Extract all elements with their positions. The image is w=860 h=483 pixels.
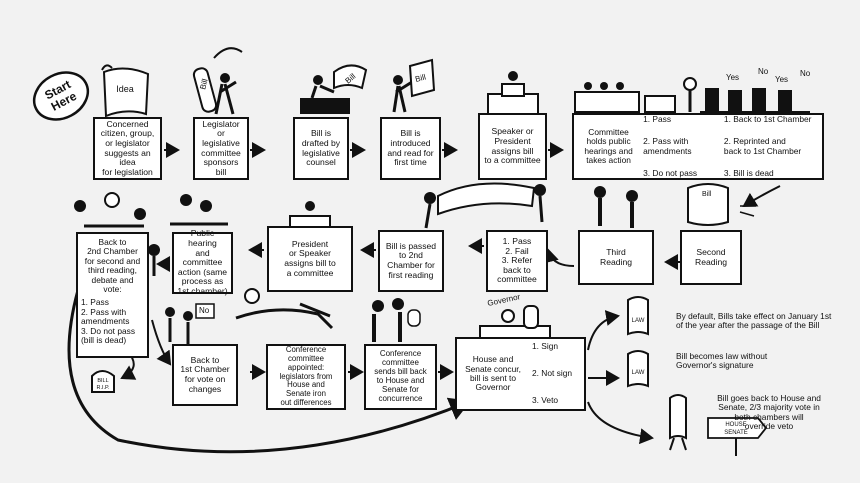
law-label-sign: LAW (632, 318, 645, 324)
committee-options-list: 1. Pass 2. Pass with amendments 3. Do no… (643, 105, 704, 187)
house-senate-label-line-1: HOUSE (725, 422, 746, 428)
step-second-reading: Second Reading (680, 230, 742, 285)
bill-label-sponsor: Bill (198, 78, 210, 91)
committee-result-2: 2. Reprinted and back to 1st Chamber (723, 136, 802, 156)
third-reading-figures-illustration (594, 186, 638, 228)
step-back-to-second-chamber-panel: Back to 2nd Chamber for second and third… (76, 232, 149, 358)
committee-result-1: 1. Back to 1st Chamber (723, 114, 812, 125)
vote-no-label-1: No (758, 67, 769, 76)
idea-label: Idea (116, 84, 134, 94)
law-scroll-sign-illustration (627, 296, 649, 336)
governor-label: Governor (487, 292, 522, 308)
bill-label-second-reading: Bill (702, 191, 712, 198)
step-legislator-sponsors: Legislator or legislative committee spon… (193, 117, 249, 180)
step-third-reading-options: 1. Pass 2. Fail 3. Refer back to committ… (486, 230, 548, 292)
second-chamber-vote-options: 1. Pass 2. Pass with amendments 3. Do no… (81, 297, 136, 346)
step-back-to-second-chamber: Back to 2nd Chamber for second and third… (84, 237, 141, 295)
bill-rip-line-1: BILL (97, 378, 108, 384)
arrow-pass-loop-to-concur (67, 289, 471, 454)
introducer-figure-illustration (392, 58, 436, 113)
step-president-assigns: President or Speaker assigns bill to a c… (267, 226, 353, 292)
step-conference-appointed: Conference committee appointed: legislat… (266, 344, 346, 410)
governor-option-sign: 1. Sign (532, 341, 559, 352)
governor-option-veto: 3. Veto (532, 395, 559, 406)
committee-results-list: 1. Back to 1st Chamber 2. Reprinted and … (724, 105, 816, 187)
step-committee-hearings: Committee holds public hearings and take… (584, 126, 633, 165)
voting-figures-illustration (700, 88, 810, 114)
vote-yes-label-1: Yes (726, 73, 739, 82)
outcome-veto-text: Bill goes back to House and Senate, 2/3 … (717, 393, 821, 432)
sponsor-figure-illustration (192, 47, 243, 115)
committee-option-3: 3. Do not pass (643, 167, 698, 178)
committee-option-2: 2. Pass with amendments (643, 136, 692, 156)
arrow-third-to-options (543, 248, 575, 267)
vote-yes-label-2: Yes (775, 75, 788, 84)
outcome-sign-text: By default, Bills take effect on January… (676, 311, 832, 331)
speaker-podium-illustration (487, 71, 539, 115)
bill-label-introduced: Bill (414, 72, 427, 84)
arrow-veto-outcome (587, 401, 654, 445)
arrow-committee-to-second-reading (742, 185, 781, 208)
vote-no-label-2: No (800, 69, 811, 78)
step-speaker-assigns: Speaker or President assigns bill to a c… (478, 113, 547, 180)
drafting-desk-illustration (300, 64, 368, 114)
step-concerned-citizen: Concerned citizen, group, or legislator … (93, 117, 162, 180)
vetoed-bill-illustration (669, 394, 687, 451)
no-vote-figures-illustration (165, 303, 215, 344)
committee-hearing-illustration (574, 77, 697, 113)
tug-of-war-illustration (235, 288, 334, 330)
governor-options-list: 1. Sign 2. Not sign 3. Veto (532, 333, 572, 416)
governor-desk-illustration (479, 305, 551, 341)
step-house-senate-concur: House and Senate concur, bill is sent to… (465, 354, 521, 393)
committee-option-1: 1. Pass (643, 114, 672, 125)
arrow-sign-outcome (587, 310, 620, 351)
debate-figures-illustration (74, 192, 146, 228)
tombstone-illustration (91, 370, 115, 393)
second-hearing-figures-illustration (148, 194, 228, 276)
house-senate-label-line-2: SENATE (724, 430, 748, 436)
governor-option-not-sign: 2. Not sign (532, 368, 573, 379)
law-label-notsign: LAW (632, 370, 645, 376)
governor-panel: House and Senate concur, bill is sent to… (455, 337, 586, 411)
law-scroll-notsign-illustration (627, 350, 649, 388)
committee-hearing-panel: Committee holds public hearings and take… (572, 113, 824, 180)
bill-rip-line-2: R.I.P. (96, 385, 110, 391)
step-back-to-first-chamber: Back to 1st Chamber for vote on changes (172, 344, 238, 406)
idea-paper-illustration (101, 64, 150, 118)
arrow-vote-to-back-first (151, 319, 172, 366)
committee-result-3: 3. Bill is dead (723, 167, 774, 178)
vote-no-label-back-first: No (199, 306, 210, 315)
bill-carried-illustration (424, 182, 546, 229)
step-passed-second-chamber: Bill is passed to 2nd Chamber for first … (378, 230, 444, 292)
step-conference-sends-back: Conference committee sends bill back to … (364, 344, 437, 410)
conference-figures-illustration (372, 298, 421, 342)
step-third-reading: Third Reading (578, 230, 654, 285)
step-bill-drafted: Bill is drafted by legislative counsel (293, 117, 349, 180)
start-here-badge (32, 71, 90, 121)
step-public-hearing-second: Public hearing and committee action (sam… (172, 228, 233, 296)
outcome-not-sign-text: Bill becomes law without Governor's sign… (676, 351, 768, 371)
house-senate-signpost (707, 417, 768, 456)
step-bill-introduced: Bill is introduced and read for first ti… (380, 117, 441, 180)
flow-arrows (67, 120, 781, 454)
